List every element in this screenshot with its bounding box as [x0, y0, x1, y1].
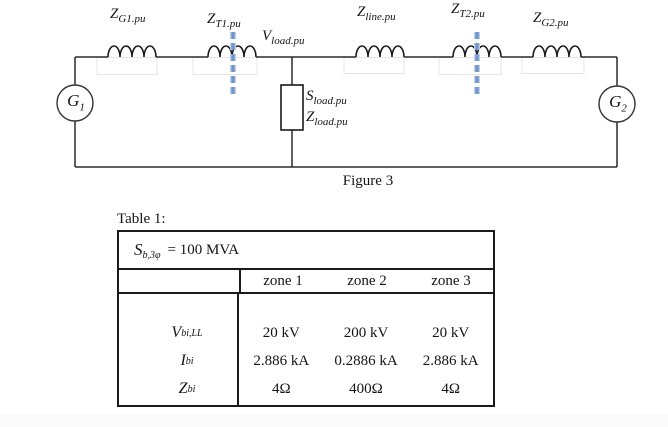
label-vload: Vload.pu [262, 28, 305, 47]
zone2-header: zone 2 [347, 272, 387, 289]
coil-placeholder-box-line [343, 57, 405, 74]
voltage-zone3: 20 kV [432, 324, 470, 341]
label-zload: Zload.pu [306, 109, 348, 128]
table-row: 2.886 kA 0.2886 kA 2.886 kA [239, 347, 493, 375]
zone-header-empty-cell [119, 270, 241, 292]
voltage-zone2: 200 kV [343, 324, 389, 341]
label-zt1: ZT1.pu [207, 11, 241, 30]
table-values: 20 kV 200 kV 20 kV 2.886 kA 0.2886 kA 2.… [239, 294, 493, 405]
generator-g2-circle [598, 85, 636, 123]
impedance-zone1: 4Ω [272, 380, 291, 397]
base-value: = 100 MVA [167, 241, 240, 258]
table-title: Table 1: [117, 211, 166, 227]
label-zline: Zline.pu [357, 4, 396, 23]
voltage-zone1: 20 kV [262, 324, 300, 341]
figure-caption: Figure 3 [342, 173, 394, 189]
table-row: 4Ω 400Ω 4Ω [239, 375, 493, 403]
coil-placeholder-box-g1 [96, 57, 158, 75]
label-zt2: ZT2.pu [451, 1, 485, 20]
base-symbol-subscript: b,3φ [142, 249, 161, 261]
circuit-diagram [56, 32, 636, 168]
impedance-zone2: 400Ω [349, 380, 383, 397]
coil-placeholder-box-t2 [438, 57, 502, 75]
current-zone1: 2.886 kA [253, 352, 310, 369]
inductor-coil-zg2 [532, 45, 582, 58]
table-zone-header-row: zone 1 zone 2 zone 3 [119, 270, 493, 294]
zone1-header: zone 1 [263, 272, 303, 289]
label-zg2: ZG2.pu [533, 10, 569, 29]
coil-placeholder-box-g2 [521, 57, 585, 74]
load-impedance-box [280, 84, 304, 131]
circuit-wires [74, 56, 618, 168]
impedance-zone3: 4Ω [441, 380, 460, 397]
table-row: 20 kV 200 kV 20 kV [239, 319, 493, 347]
inductor-coil-zg1 [107, 45, 157, 58]
current-zone2: 0.2886 kA [334, 352, 398, 369]
generator-g2-label: G2 [609, 91, 627, 115]
bottom-margin-strip [0, 414, 668, 427]
coil-placeholder-box-t1 [192, 57, 258, 75]
inductor-coil-zline [355, 45, 405, 58]
zone3-header: zone 3 [431, 272, 471, 289]
base-symbol: S [134, 240, 143, 259]
label-zg1: ZG1.pu [110, 6, 146, 25]
generator-g1-label: G1 [67, 90, 85, 114]
generator-g1-circle [56, 84, 94, 122]
label-sload: Sload.pu [306, 88, 347, 107]
current-zone3: 2.886 kA [422, 352, 479, 369]
